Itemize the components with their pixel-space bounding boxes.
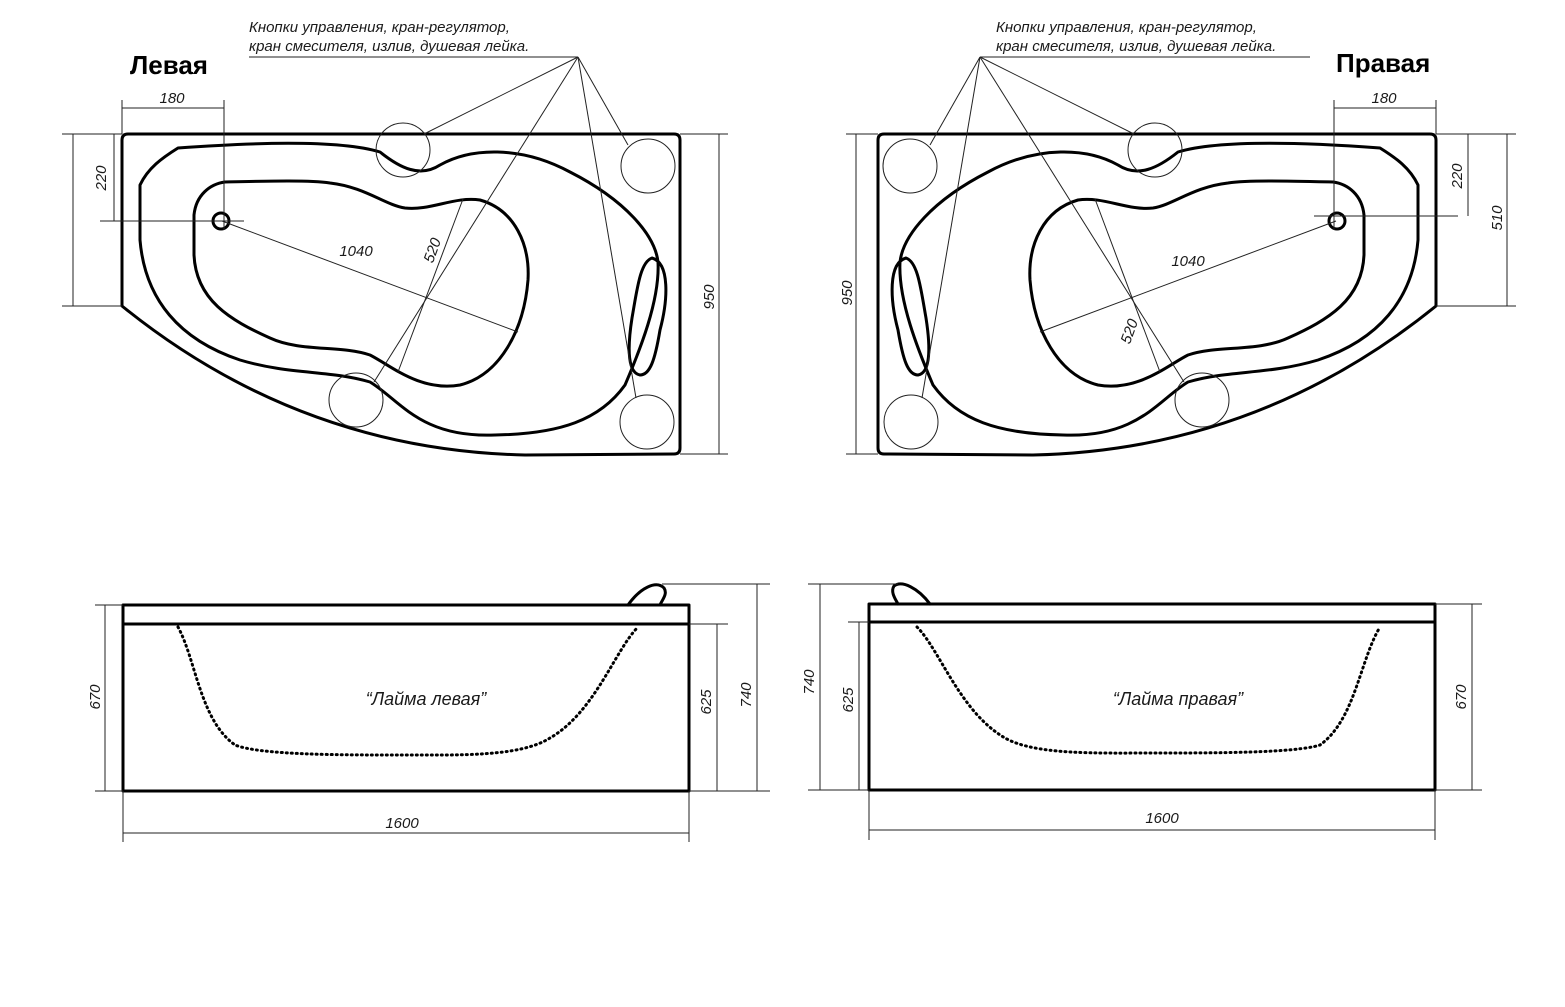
right-dim-510: 510 (1489, 205, 1506, 231)
left-outer-rim (120, 132, 682, 457)
right-dim-220: 220 (1449, 163, 1466, 190)
right-dim-520: 520 (1118, 316, 1143, 346)
right-inner-rim (898, 141, 1420, 437)
left-leader-4 (577, 56, 637, 399)
left-fitting-bottom-right (619, 394, 675, 450)
right-dim-line-1040 (1039, 220, 1337, 333)
right-model-name: “Лайма правая” (1113, 689, 1244, 709)
left-dim-220: 220 (93, 165, 110, 192)
right-leader-1 (979, 56, 1135, 135)
right-fitting-top (1127, 122, 1183, 178)
left-callout-line1: Кнопки управления, кран-регулятор, (249, 19, 510, 36)
right-dim-950: 950 (839, 280, 856, 306)
left-dim-1600: 1600 (385, 815, 419, 832)
left-callout-line2: кран смесителя, излив, душевая лейка. (249, 38, 529, 55)
left-dim-625: 625 (698, 689, 715, 715)
right-dim-1040: 1040 (1171, 253, 1205, 270)
left-title: Левая (130, 50, 208, 80)
right-callout-line1: Кнопки управления, кран-регулятор, (996, 19, 1257, 36)
right-bowl-profile (915, 625, 1382, 755)
right-dim-670: 670 (1453, 684, 1470, 710)
left-fitting-top-right (620, 138, 676, 194)
left-leader-2 (577, 56, 629, 146)
left-dim-950: 950 (701, 284, 718, 310)
right-outer-rim (876, 132, 1438, 457)
right-side-view: “Лайма правая” 740 625 670 1600 (801, 582, 1482, 840)
right-dim-180: 180 (1371, 90, 1397, 107)
right-bowl (1028, 179, 1366, 388)
right-leader-2 (929, 56, 981, 146)
left-dim-line-520 (397, 198, 464, 373)
left-dim-670: 670 (87, 684, 104, 710)
left-model-name: “Лайма левая” (366, 689, 487, 709)
right-title: Правая (1336, 48, 1430, 78)
right-plan-shape (846, 56, 1516, 457)
left-panel-body (121, 603, 691, 793)
right-headrest-profile (891, 582, 932, 606)
right-panel-body (867, 602, 1437, 792)
right-leader-4 (921, 56, 981, 399)
left-bowl (192, 179, 530, 388)
left-dim-line-1040 (221, 220, 519, 333)
right-fitting-bottom (1174, 372, 1230, 428)
left-leader-3 (373, 56, 579, 383)
right-fitting-bottom-left (883, 394, 939, 450)
left-top-view: Левая Кнопки управления, кран-регулятор,… (62, 19, 728, 457)
right-dim-625: 625 (840, 687, 857, 713)
right-drain (1327, 211, 1347, 231)
right-fitting-top-left (882, 138, 938, 194)
right-callout-line2: кран смесителя, излив, душевая лейка. (996, 38, 1276, 55)
right-leader-3 (979, 56, 1185, 383)
left-fitting-bottom (328, 372, 384, 428)
left-dim-1040: 1040 (339, 243, 373, 260)
right-dim-740: 740 (801, 669, 818, 695)
right-headrest (890, 256, 931, 377)
left-dim-740: 740 (738, 682, 755, 708)
left-bowl-profile (176, 625, 640, 757)
left-headrest (627, 256, 668, 377)
left-leader-1 (423, 56, 579, 135)
right-top-view: Правая Кнопки управления, кран-регулятор… (839, 19, 1516, 457)
right-dim-1600: 1600 (1145, 810, 1179, 827)
left-side-view: “Лайма левая” 670 625 740 1600 (87, 583, 770, 842)
right-dim-line-520 (1094, 198, 1161, 373)
left-headrest-profile (626, 583, 667, 607)
left-inner-rim (138, 141, 660, 437)
left-dim-180: 180 (159, 90, 185, 107)
left-dim-520: 520 (421, 235, 446, 265)
left-fitting-top (375, 122, 431, 178)
